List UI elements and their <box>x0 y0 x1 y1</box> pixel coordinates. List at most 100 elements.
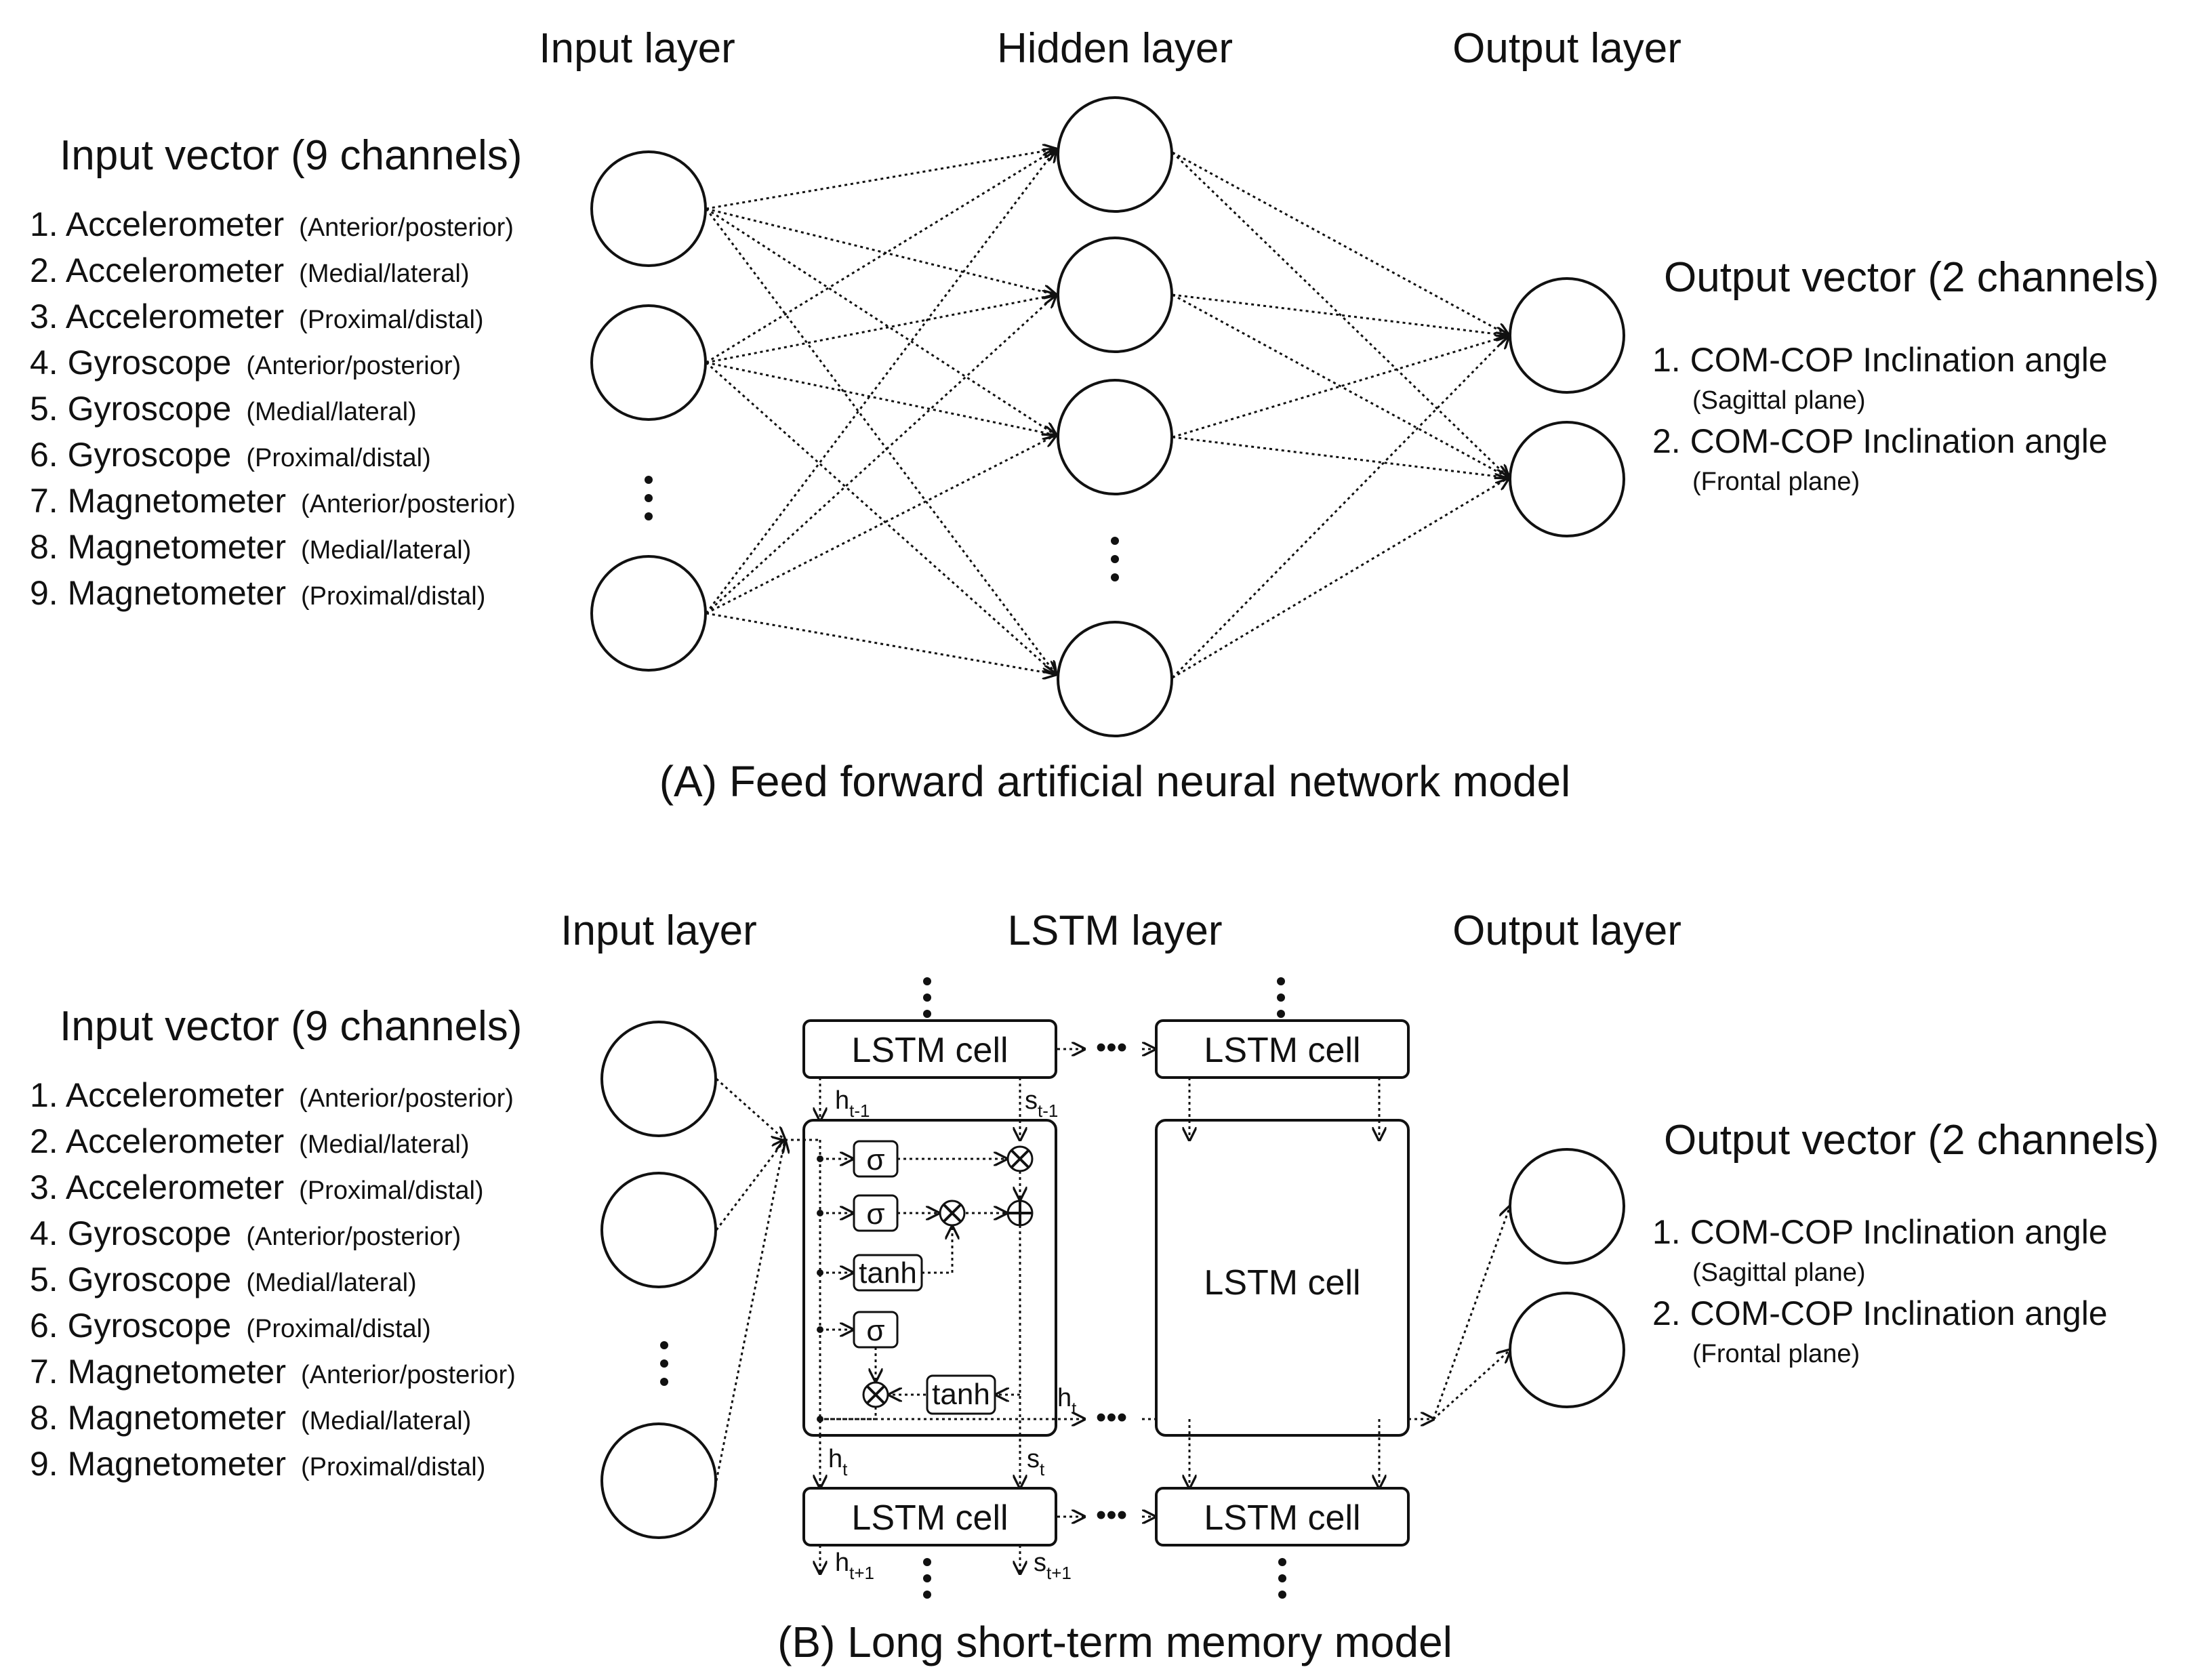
input-channel-6: 6. Gyroscope(Proximal/distal) <box>30 436 431 474</box>
lstm-cell-expanded: ht-1 st-1 σ σ tanh σ <box>785 1078 1084 1488</box>
lstm-cell-label: LSTM cell <box>851 1498 1008 1538</box>
input-channel-7: 7. Magnetometer(Anterior/posterior) <box>30 482 516 520</box>
input-channel-8: 8. Magnetometer(Medial/lateral) <box>30 1399 471 1437</box>
s-prev-label: st-1 <box>1025 1086 1058 1121</box>
output-channel-1: 1. COM-COP Inclination angle <box>1652 1213 2108 1251</box>
h-next-label: ht+1 <box>835 1549 874 1583</box>
input-node <box>590 304 707 421</box>
lstm-cell-label: LSTM cell <box>851 1031 1008 1070</box>
lstm-layer-header: LSTM layer <box>1008 907 1223 954</box>
input-layer-nodes <box>590 150 707 672</box>
hidden-node <box>1057 379 1173 495</box>
h-t-side-label: ht <box>1057 1384 1077 1418</box>
hidden-node <box>1057 96 1173 213</box>
output-channel-1-plane: (Sagittal plane) <box>1692 386 1866 415</box>
forget-gate-symbol: σ <box>866 1143 884 1176</box>
output-node <box>1509 1148 1625 1265</box>
input-layer-header: Input layer <box>539 25 735 72</box>
input-channel-5: 5. Gyroscope(Medial/lateral) <box>30 1261 417 1298</box>
s-t-label: st <box>1027 1445 1045 1479</box>
output-channel-2: 2. COM-COP Inclination angle <box>1652 1294 2108 1332</box>
input-node <box>600 1172 717 1288</box>
hidden-layer-header: Hidden layer <box>997 25 1233 72</box>
input-channel-9: 9. Magnetometer(Proximal/distal) <box>30 574 485 612</box>
input-channel-1: 1. Accelerometer(Anterior/posterior) <box>30 1076 514 1114</box>
lstm-cell-bottom-left: LSTM cell <box>802 1487 1057 1546</box>
output-node <box>1509 421 1625 537</box>
output-channel-2: 2. COM-COP Inclination angle <box>1652 422 2108 460</box>
input-channel-4: 4. Gyroscope(Anterior/posterior) <box>30 344 461 382</box>
input-channel-9: 9. Magnetometer(Proximal/distal) <box>30 1445 485 1483</box>
multiply-input-icon <box>939 1200 966 1227</box>
input-hidden-connections <box>705 149 1056 674</box>
add-icon <box>1006 1200 1034 1227</box>
input-channel-7: 7. Magnetometer(Anterior/posterior) <box>30 1353 516 1391</box>
time-ellipsis: ••• <box>1096 1031 1127 1064</box>
output-layer-header: Output layer <box>1452 25 1681 72</box>
h-prev-label: ht-1 <box>835 1086 870 1121</box>
output-channel-1: 1. COM-COP Inclination angle <box>1652 341 2108 379</box>
output-node <box>1509 1292 1625 1408</box>
output-layer-nodes <box>1509 1148 1625 1408</box>
lstm-cell-collapsed: LSTM cell <box>1155 1078 1433 1488</box>
input-channel-1: 1. Accelerometer(Anterior/posterior) <box>30 205 514 243</box>
hidden-ellipsis-icon <box>1111 537 1119 581</box>
lstm-cell-label: LSTM cell <box>1204 1498 1360 1538</box>
input-node <box>600 1422 717 1539</box>
panel-a-caption: (A) Feed forward artificial neural netwo… <box>659 757 1571 806</box>
hidden-node <box>1057 621 1173 737</box>
input-layer-nodes <box>600 1021 717 1539</box>
panel-b: Input layer LSTM layer Output layer Inpu… <box>30 907 2159 1666</box>
lstm-cell-label: LSTM cell <box>1204 1263 1360 1303</box>
bottom-left-ellipsis-icon <box>923 1558 931 1599</box>
lstm-cell-bottom-right: LSTM cell <box>1155 1487 1410 1546</box>
multiply-forget-icon <box>1006 1145 1034 1172</box>
output-layer-header: Output layer <box>1452 907 1681 954</box>
input-channel-list: 1. Accelerometer(Anterior/posterior) 2. … <box>30 1076 516 1483</box>
input-channel-6: 6. Gyroscope(Proximal/distal) <box>30 1307 431 1345</box>
input-channel-2: 2. Accelerometer(Medial/lateral) <box>30 251 469 289</box>
input-channel-8: 8. Magnetometer(Medial/lateral) <box>30 528 471 566</box>
time-ellipsis: ••• <box>1096 1401 1127 1434</box>
input-node <box>600 1021 717 1137</box>
lstm-cell-top-left: LSTM cell <box>802 1019 1057 1079</box>
output-layer-nodes <box>1509 277 1625 537</box>
input-channel-5: 5. Gyroscope(Medial/lateral) <box>30 390 417 428</box>
panel-b-caption: (B) Long short-term memory model <box>777 1618 1452 1666</box>
time-ellipsis: ••• <box>1096 1498 1127 1532</box>
output-gate-symbol: σ <box>866 1314 884 1347</box>
output-node <box>1509 277 1625 394</box>
hidden-node <box>1057 237 1173 353</box>
input-vector-title: Input vector (9 channels) <box>60 132 522 179</box>
output-channel-1-plane: (Sagittal plane) <box>1692 1258 1866 1287</box>
top-left-ellipsis-icon <box>923 977 931 1018</box>
output-channel-2-plane: (Frontal plane) <box>1692 1340 1860 1368</box>
panel-a: Input layer Hidden layer Output layer In… <box>30 25 2159 806</box>
input-node <box>590 555 707 672</box>
candidate-gate-symbol: tanh <box>859 1256 917 1290</box>
lstm-cell-label: LSTM cell <box>1204 1031 1360 1070</box>
input-ellipsis-icon <box>660 1341 668 1386</box>
hidden-output-connections <box>1171 151 1509 679</box>
output-channel-2-plane: (Frontal plane) <box>1692 468 1860 496</box>
input-gate-symbol: σ <box>866 1197 884 1231</box>
input-to-cell-connections <box>715 1078 785 1481</box>
s-next-label: st+1 <box>1034 1549 1072 1583</box>
input-channel-3: 3. Accelerometer(Proximal/distal) <box>30 1168 484 1206</box>
input-channel-list: 1. Accelerometer(Anterior/posterior) 2. … <box>30 205 516 612</box>
multiply-output-icon <box>862 1381 889 1408</box>
top-right-ellipsis-icon <box>1277 977 1285 1018</box>
input-channel-2: 2. Accelerometer(Medial/lateral) <box>30 1122 469 1160</box>
lstm-cell-top-right: LSTM cell <box>1155 1019 1410 1079</box>
output-tanh-symbol: tanh <box>932 1378 990 1411</box>
input-ellipsis-icon <box>645 476 653 520</box>
bottom-right-ellipsis-icon <box>1278 1558 1286 1599</box>
input-node <box>590 150 707 267</box>
input-channel-4: 4. Gyroscope(Anterior/posterior) <box>30 1214 461 1252</box>
output-vector-title: Output vector (2 channels) <box>1664 254 2159 301</box>
input-vector-title: Input vector (9 channels) <box>60 1003 522 1050</box>
hidden-layer-nodes <box>1057 96 1173 737</box>
cell-to-output-connections <box>1432 1206 1510 1420</box>
input-channel-3: 3. Accelerometer(Proximal/distal) <box>30 298 484 335</box>
